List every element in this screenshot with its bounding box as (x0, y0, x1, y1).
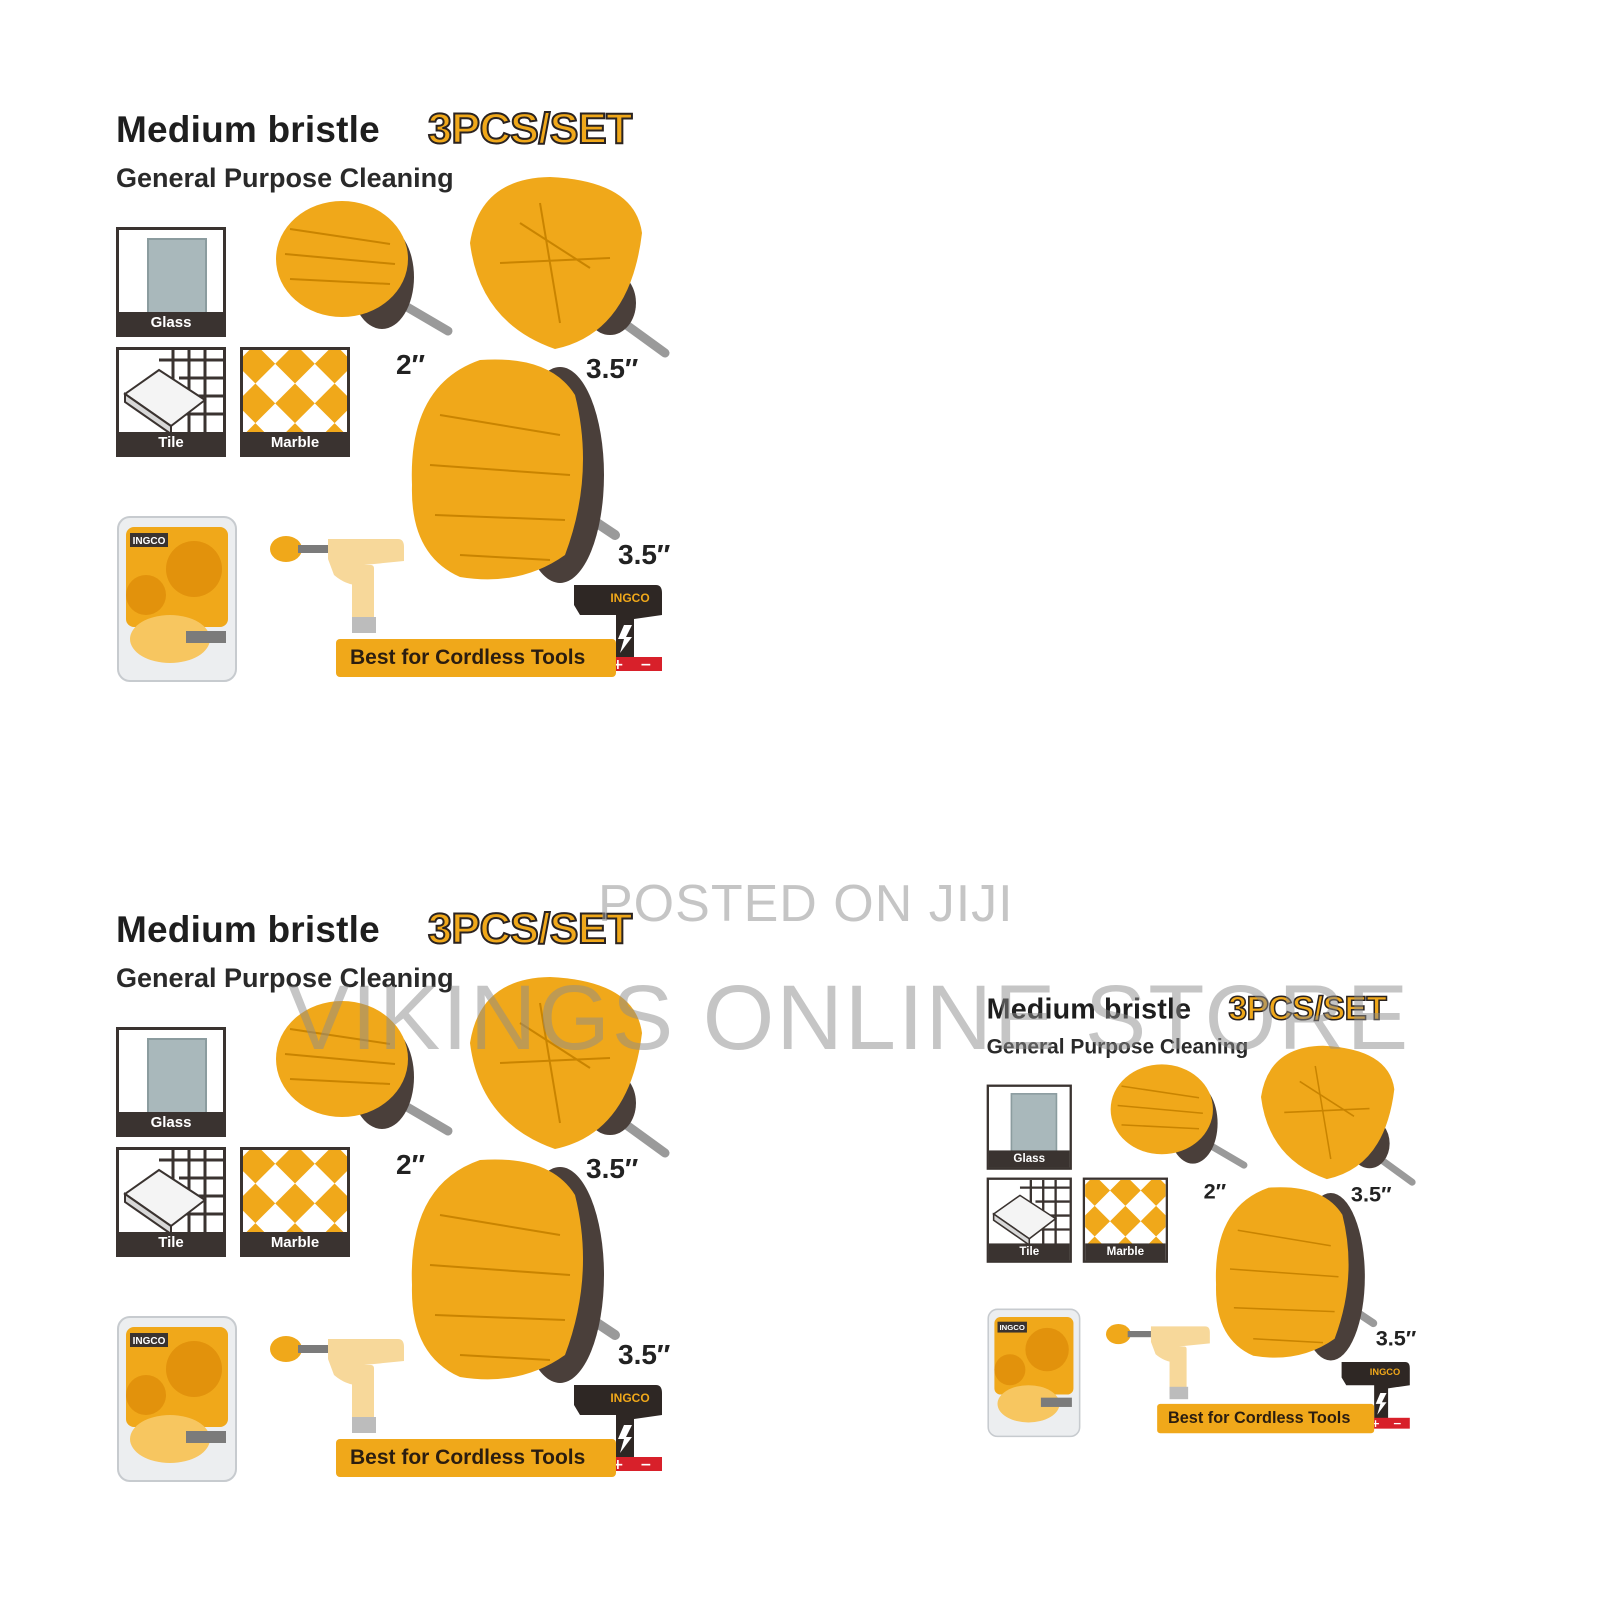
plus-icon: + (1371, 1417, 1380, 1430)
cordless-tools-banner: Best for Cordless Tools (336, 639, 616, 677)
drill-brand: INGCO (610, 591, 649, 605)
product-image: Medium bristle 3PCS/SET General Purpose … (982, 989, 1432, 1455)
plus-icon: + (612, 1457, 624, 1473)
marble-checker-icon (243, 350, 347, 454)
product-title: Medium bristle (986, 993, 1192, 1025)
glass-surface-card: Glass (116, 227, 226, 337)
small-brush-icon (276, 1001, 453, 1136)
watermark-store-name: VIKINGS ONLINE STORE (288, 967, 1411, 1069)
tile-label: Tile (119, 1232, 223, 1254)
set-badge: 3PCS/SET (427, 904, 633, 954)
product-image: Medium bristle 3PCS/SET General Purpose … (110, 904, 690, 1505)
glass-surface-card: Glass (116, 1027, 226, 1137)
dome-brush-icon (1261, 1045, 1416, 1186)
marble-surface-card: Marble (240, 1147, 350, 1257)
large-brush-icon (411, 359, 620, 583)
drill-brand: INGCO (1370, 1367, 1400, 1377)
size-label-small: 2″ (396, 349, 425, 380)
drill-brand: INGCO (610, 1391, 649, 1405)
plus-icon: + (612, 657, 624, 673)
tile-label: Tile (988, 1243, 1070, 1261)
size-label-large: 3.5″ (618, 1339, 671, 1370)
size-label-small: 2″ (1203, 1179, 1227, 1204)
size-label-large: 3.5″ (1375, 1326, 1417, 1351)
product-panel-1: Medium bristle 3PCS/SET General Purpose … (110, 104, 690, 705)
package-image: INGCO (117, 1316, 237, 1482)
package-image: INGCO (117, 516, 237, 682)
small-brush-icon (276, 201, 453, 336)
tile-surface-card: Tile (116, 1147, 226, 1257)
set-badge: 3PCS/SET (427, 104, 633, 154)
marble-label: Marble (243, 1232, 347, 1254)
tile-surface-card: Tile (116, 347, 226, 457)
dome-brush-icon (470, 177, 670, 358)
drill-with-brush-icon (270, 1336, 404, 1433)
glass-pane-icon (147, 238, 207, 316)
size-label-dome: 3.5″ (586, 1153, 639, 1184)
package-image: INGCO (987, 1308, 1081, 1438)
glass-label: Glass (988, 1150, 1070, 1168)
minus-icon: − (1393, 1417, 1402, 1430)
minus-icon: − (640, 657, 652, 673)
marble-checker-icon (1085, 1179, 1166, 1261)
marble-label: Marble (1085, 1243, 1166, 1261)
drill-with-brush-icon (270, 536, 404, 633)
marble-surface-card: Marble (240, 347, 350, 457)
tile-grid-icon (123, 1150, 223, 1236)
large-brush-icon (1215, 1187, 1378, 1361)
cordless-drill-icon: INGCO + − (1341, 1362, 1410, 1430)
size-label-small: 2″ (396, 1149, 425, 1180)
marble-surface-card: Marble (1082, 1177, 1168, 1263)
glass-surface-card: Glass (986, 1084, 1072, 1170)
minus-icon: − (640, 1457, 652, 1473)
product-title: Medium bristle (116, 109, 380, 150)
tile-label: Tile (119, 432, 223, 454)
cordless-tools-banner: Best for Cordless Tools (1157, 1403, 1375, 1434)
large-brush-icon (411, 1159, 620, 1383)
drill-with-brush-icon (1106, 1324, 1210, 1400)
marble-label: Marble (243, 432, 347, 454)
product-subtitle: General Purpose Cleaning (116, 163, 454, 193)
product-image: Medium bristle 3PCS/SET General Purpose … (110, 104, 690, 705)
product-subtitle: General Purpose Cleaning (986, 1034, 1249, 1059)
dome-brush-icon (470, 977, 670, 1158)
size-label-dome: 3.5″ (586, 353, 639, 384)
marble-checker-icon (243, 1150, 347, 1254)
set-badge: 3PCS/SET (1228, 989, 1388, 1028)
product-panel-2: Medium bristle 3PCS/SET General Purpose … (110, 904, 690, 1505)
tile-grid-icon (992, 1179, 1070, 1247)
package-brand: INGCO (1000, 1323, 1025, 1332)
package-brand: INGCO (133, 536, 166, 547)
tile-surface-card: Tile (986, 1177, 1072, 1263)
package-brand: INGCO (133, 1336, 166, 1347)
tile-grid-icon (123, 350, 223, 436)
glass-pane-icon (147, 1038, 207, 1116)
glass-label: Glass (119, 1112, 223, 1134)
glass-pane-icon (1010, 1093, 1058, 1154)
small-brush-icon (1110, 1064, 1248, 1169)
cordless-tools-banner: Best for Cordless Tools (336, 1439, 616, 1477)
watermark-posted-on: POSTED ON JIJI (598, 875, 1014, 933)
product-title: Medium bristle (116, 909, 380, 950)
size-label-dome: 3.5″ (1350, 1182, 1392, 1207)
glass-label: Glass (119, 312, 223, 334)
product-subtitle: General Purpose Cleaning (116, 963, 454, 993)
size-label-large: 3.5″ (618, 539, 671, 570)
product-panel-3: Medium bristle 3PCS/SET General Purpose … (982, 989, 1562, 1590)
